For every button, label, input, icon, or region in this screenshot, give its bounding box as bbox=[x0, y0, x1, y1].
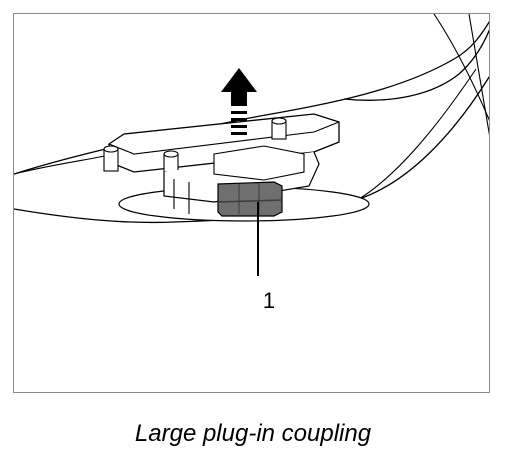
body-contour-inner bbox=[358, 68, 477, 200]
figure-caption: Large plug-in coupling bbox=[134, 420, 372, 447]
illustration-frame: 1 bbox=[13, 13, 490, 393]
flange-bolt-right bbox=[271, 117, 287, 140]
plug-in-coupling bbox=[217, 181, 283, 217]
flange-bolt-center bbox=[163, 150, 179, 173]
coupling-illustration bbox=[14, 14, 489, 276]
arrow-up-icon bbox=[221, 68, 257, 135]
body-contour-far-right bbox=[468, 14, 489, 136]
flange-plate-top-edge bbox=[108, 121, 340, 155]
housing-lower bbox=[173, 179, 190, 214]
body-contour-middle bbox=[343, 29, 489, 101]
housing-block bbox=[213, 145, 305, 181]
body-edge-left bbox=[14, 153, 115, 175]
flange-bolt-left bbox=[103, 145, 119, 172]
plug-in-coupling-band bbox=[217, 199, 283, 203]
body-contour-top-right bbox=[433, 14, 489, 121]
callout-number: 1 bbox=[262, 288, 276, 313]
